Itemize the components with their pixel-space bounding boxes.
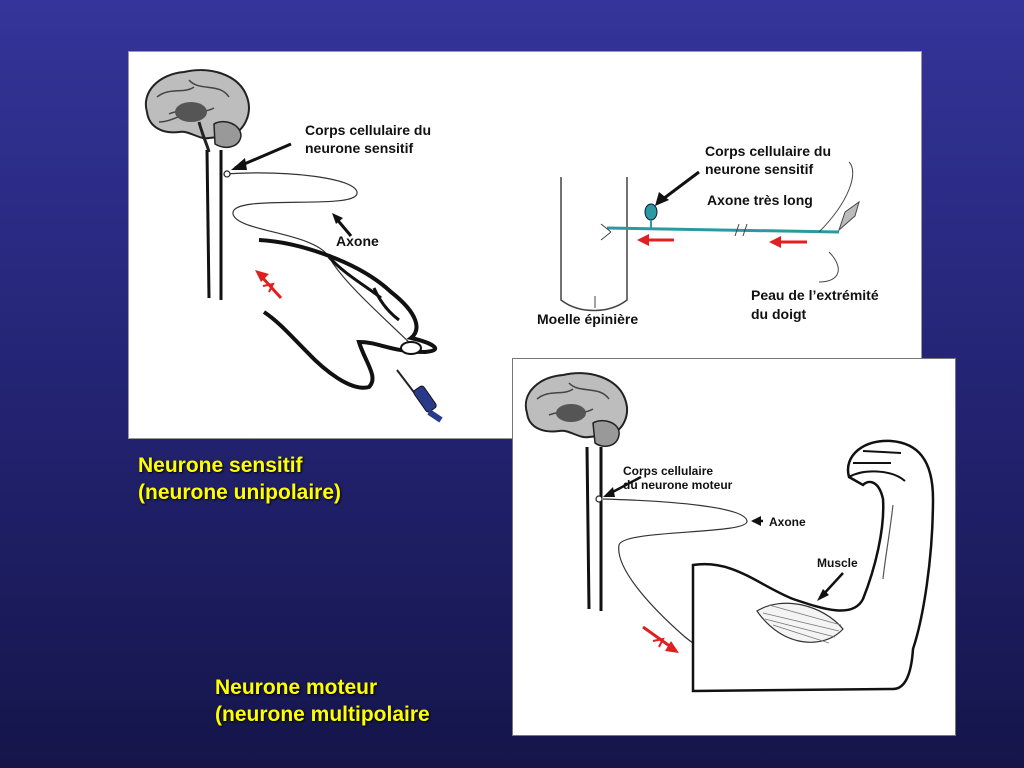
left-cell-body-label-1: Corps cellulaire du	[305, 122, 431, 138]
motor-neuron-illustration: Corps cellulaire du neurone moteur Axone…	[524, 372, 935, 693]
left-cell-body-label-2: neurone sensitif	[305, 140, 413, 156]
needle-icon	[396, 369, 443, 423]
motor-neuron-panel: Corps cellulaire du neurone moteur Axone…	[512, 358, 956, 736]
long-axon	[606, 226, 840, 234]
hand-illustration	[258, 238, 437, 390]
right-axon-label: Axone très long	[707, 192, 813, 208]
signal-arrow-right-1	[637, 234, 674, 246]
motor-cell-body	[595, 495, 603, 503]
left-axon-label: Axone	[336, 233, 379, 249]
caption-motor-line-2: (neurone multipolaire	[215, 703, 430, 726]
sensory-axon-path	[223, 172, 420, 353]
brain-illustration	[524, 372, 628, 448]
arm-illustration	[691, 439, 935, 693]
caption-sensory-line-2: (neurone unipolaire)	[138, 481, 342, 504]
spinal-cord	[585, 446, 603, 611]
cell-body	[223, 170, 231, 178]
muscle-illustration	[756, 602, 844, 644]
spinal-cord-label: Moelle épinière	[537, 311, 638, 327]
motor-cell-body-label-2: du neurone moteur	[623, 478, 733, 492]
skin-label-1: Peau de l’extrémité	[751, 287, 879, 303]
sensory-neuron-illustration: Corps cellulaire du neurone sensitif Axo…	[144, 69, 879, 423]
skin-label-2: du doigt	[751, 306, 807, 322]
caption-sensory-neuron: Neurone sensitif (neurone unipolaire)	[138, 452, 341, 506]
caption-sensory-line-1: Neurone sensitif	[138, 454, 303, 477]
brain-illustration	[144, 69, 250, 153]
caption-motor-line-1: Neurone moteur	[215, 676, 378, 699]
spinal-cord-left	[205, 149, 223, 300]
caption-motor-neuron: Neurone moteur (neurone multipolaire	[215, 674, 430, 728]
motor-cell-body-label-1: Corps cellulaire	[623, 464, 713, 478]
signal-arrow-motor	[642, 625, 679, 653]
cell-body-schematic	[644, 203, 658, 221]
signal-arrow-left	[255, 270, 283, 300]
spinal-cord-schematic	[560, 177, 628, 312]
right-cell-body-label-1: Corps cellulaire du	[705, 143, 831, 159]
signal-arrow-right-2	[769, 236, 807, 248]
motor-axon-label: Axone	[769, 515, 806, 529]
muscle-label: Muscle	[817, 556, 858, 570]
right-cell-body-label-2: neurone sensitif	[705, 161, 813, 177]
